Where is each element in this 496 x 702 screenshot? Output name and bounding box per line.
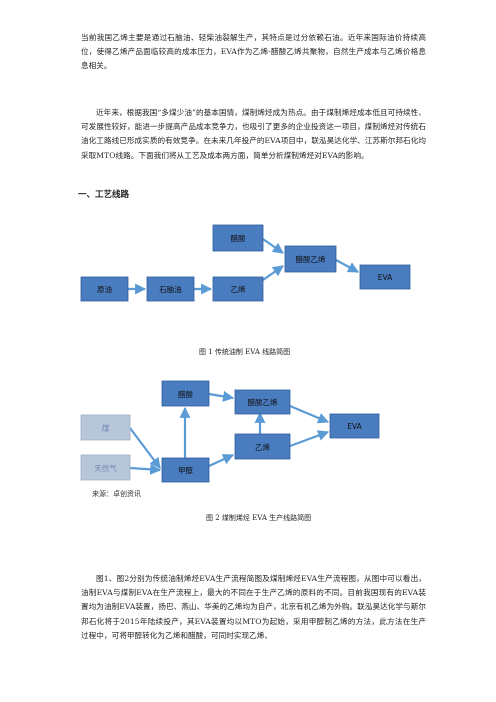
label-ethylene: 乙烯	[231, 284, 246, 294]
label-coal: 煤	[102, 423, 110, 433]
arrow-acetic-vinyl-acetate	[262, 238, 284, 254]
node-acetic-acid-2: 醋酸	[161, 380, 210, 407]
node-eva-2: EVA	[329, 413, 380, 439]
node-vinyl-acetate-2: 醋酸乙烯	[234, 389, 291, 415]
label-eva: EVA	[378, 273, 393, 282]
label-naphtha: 石脑油	[159, 284, 182, 294]
arrow-vinyl-acetate-eva	[335, 259, 359, 273]
figure1-caption: 图 1 传统油制 EVA 线路简图	[199, 348, 291, 356]
arrow-coal-methanol	[129, 427, 161, 469]
label-natural-gas: 天然气	[94, 463, 117, 473]
analysis-paragraph: 图1、图2分别为传统油制烯烃EVA生产流程简图及煤制烯烃EVA生产流程图，从图中…	[81, 574, 426, 640]
arrow-acetic-vinyl-acetate	[208, 390, 235, 402]
label-vinyl-acetate: 醋酸乙烯	[296, 254, 326, 264]
arrow-gas-methanol	[129, 463, 162, 475]
node-naphtha: 石脑油	[146, 276, 195, 302]
arrow-ethylene-eva	[289, 430, 330, 448]
node-natural-gas: 天然气	[80, 454, 131, 481]
arrow-ethylene-vinyl-acetate	[262, 265, 284, 281]
figure2-caption: 图 2 煤制烯烃 EVA 生产线路简图	[206, 514, 312, 522]
label-acetic-acid-2: 醋酸	[178, 389, 193, 399]
node-acetic-acid: 醋酸	[212, 224, 264, 252]
node-vinyl-acetate: 醋酸乙烯	[284, 245, 337, 273]
label-acetic-acid: 醋酸	[231, 233, 246, 243]
arrow-methanol-ethylene	[208, 454, 234, 467]
label-crude: 原油	[97, 284, 112, 294]
section-heading: 一、工艺线路	[78, 190, 130, 200]
node-eva: EVA	[359, 264, 411, 290]
figure2-source: 来源：卓创资讯	[92, 489, 141, 498]
label-vinyl-acetate-2: 醋酸乙烯	[248, 397, 278, 407]
label-ethylene-2: 乙烯	[255, 442, 270, 452]
intro-paragraph: 当前我国乙烯主要是通过石脑油、轻柴油裂解生产，其特点是过分依赖石油。近年来国际油…	[81, 33, 426, 71]
figure1-diagram: 原油 石脑油 乙烯 醋酸 醋酸乙烯 EVA	[80, 224, 411, 302]
node-coal: 煤	[80, 414, 131, 441]
arrow-vinyl-acetate-eva	[289, 404, 330, 424]
node-ethylene: 乙烯	[212, 276, 264, 302]
node-ethylene-2: 乙烯	[234, 433, 291, 460]
label-eva-2: EVA	[347, 422, 362, 431]
node-methanol: 甲醇	[161, 457, 210, 483]
node-crude: 原油	[80, 276, 129, 302]
label-methanol: 甲醇	[178, 465, 193, 475]
figure2-diagram: 煤 天然气 甲醇 醋酸 醋酸乙烯 乙烯 EVA 来源：卓创资讯	[80, 380, 380, 498]
background-paragraph: 近年来，根据我国“多煤少油”的基本国情，煤制烯烃成为热点。由于煤制烯烃成本低且可…	[81, 108, 426, 160]
